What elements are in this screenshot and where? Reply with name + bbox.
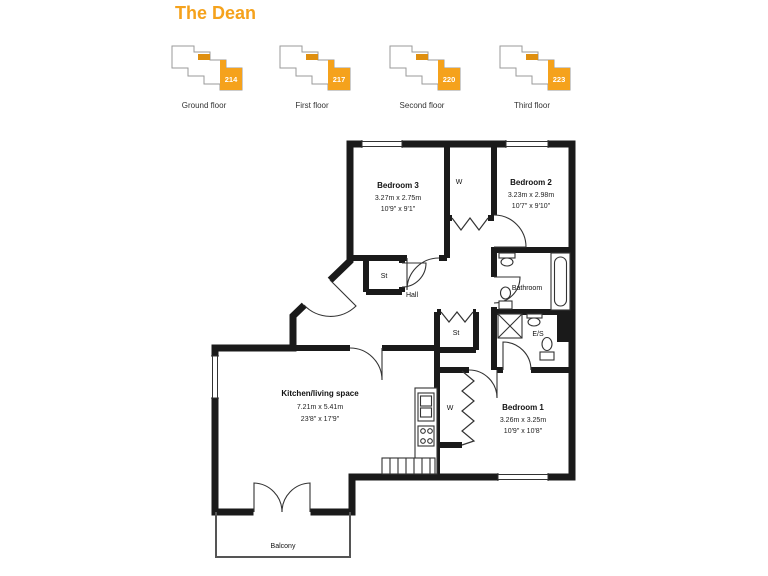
windows [211,140,549,481]
wardrobe2-label: W [447,405,454,412]
kitchen-sink-bowl1 [419,395,433,407]
building-core-icon [526,54,538,60]
bedroom2-window [505,140,549,148]
bedroom1-window [497,473,549,481]
balcony-label: Balcony [271,543,296,550]
bathroom-toilet-bowl [499,286,512,300]
unit-highlight [548,60,570,90]
balcony-door-left [253,482,283,513]
store2-label: St [453,330,460,337]
ensuite-basin-bowl [527,317,541,327]
kitchen-label: Kitchen/living space [281,389,359,398]
ensuite-toilet-tank [539,351,555,361]
bathroom-label: Bathroom [512,285,543,292]
bathtub-inner [553,256,568,307]
store2-bifold [440,311,474,323]
ensuite-door [502,341,532,371]
bedroom1-door [468,369,498,399]
unit-number: 214 [225,75,238,84]
bedroom1-dim-imperial: 10'9" x 10'8" [504,428,543,435]
unit-number: 217 [333,75,346,84]
kitchen-hob [417,425,435,447]
hob-ring [427,428,433,434]
page-title: The Dean [175,3,257,23]
floor-label: Second floor [399,101,445,110]
bedroom3-label: Bedroom 3 [377,181,419,190]
unit-number: 220 [443,75,456,84]
wardrobe1-label: W [456,179,463,186]
floor-thumb-first[interactable]: 217 First floor [266,36,358,110]
kitchen-dim-metric: 7.21m x 5.41m [297,404,343,411]
entrance-door [303,279,357,317]
bathroom-basin [498,252,516,259]
store1-label: St [381,273,388,280]
bathroom-toilet-tank [498,300,513,310]
bifold-doors [440,217,489,446]
bedroom3-dim-metric: 3.27m x 2.75m [375,195,421,202]
unit-highlight [438,60,460,90]
bedroom3-window [361,140,403,148]
floor-thumb-ground[interactable]: 214 Ground floor [158,36,250,110]
floor-thumb-second[interactable]: 220 Second floor [376,36,468,110]
hob-ring [420,428,426,434]
bedroom2-door [493,214,527,248]
kitchen-appliance-grill [389,458,431,474]
unit-number: 223 [553,75,566,84]
kitchen-dim-imperial: 23'8" x 17'9" [301,416,340,423]
bathroom-basin-bowl [500,257,514,267]
building-core-icon [416,54,428,60]
hob-ring [420,438,426,444]
ensuite-basin [526,313,543,319]
balcony-outline [215,512,351,558]
ensuite-label: E/S [532,331,544,338]
bedroom2-dim-imperial: 10'7" x 9'10" [512,203,551,210]
shower-cross [497,313,523,339]
floor-label: First floor [295,101,329,110]
balcony-door-right [281,482,311,513]
building-core-icon [306,54,318,60]
floor-label: Third floor [513,101,550,110]
store1-door [401,262,427,288]
unit-highlight [220,60,242,90]
hob-ring [427,438,433,444]
bedroom2-dim-metric: 3.23m x 2.98m [508,192,554,199]
floor-thumb-third[interactable]: 223 Third floor [486,36,578,110]
bedroom3-dim-imperial: 10'9" x 9'1" [381,206,416,213]
bedroom1-label: Bedroom 1 [502,403,544,412]
service-shaft [557,314,570,342]
kitchen-window [211,355,219,399]
hall-label: Hall [406,292,419,299]
bedroom1-dim-metric: 3.26m x 3.25m [500,417,546,424]
bedroom3-door [406,257,440,291]
wardrobe2-bifold [461,370,476,446]
fixtures [381,252,571,475]
wardrobe1-bifold [451,217,489,231]
kitchen-sink-bowl2 [419,407,433,418]
bedroom2-label: Bedroom 2 [510,178,552,187]
ensuite-toilet-bowl [541,336,553,352]
building-core-icon [198,54,210,60]
unit-highlight [328,60,350,90]
doors [253,214,532,513]
floor-label: Ground floor [181,101,227,110]
kitchen-door [349,347,383,381]
